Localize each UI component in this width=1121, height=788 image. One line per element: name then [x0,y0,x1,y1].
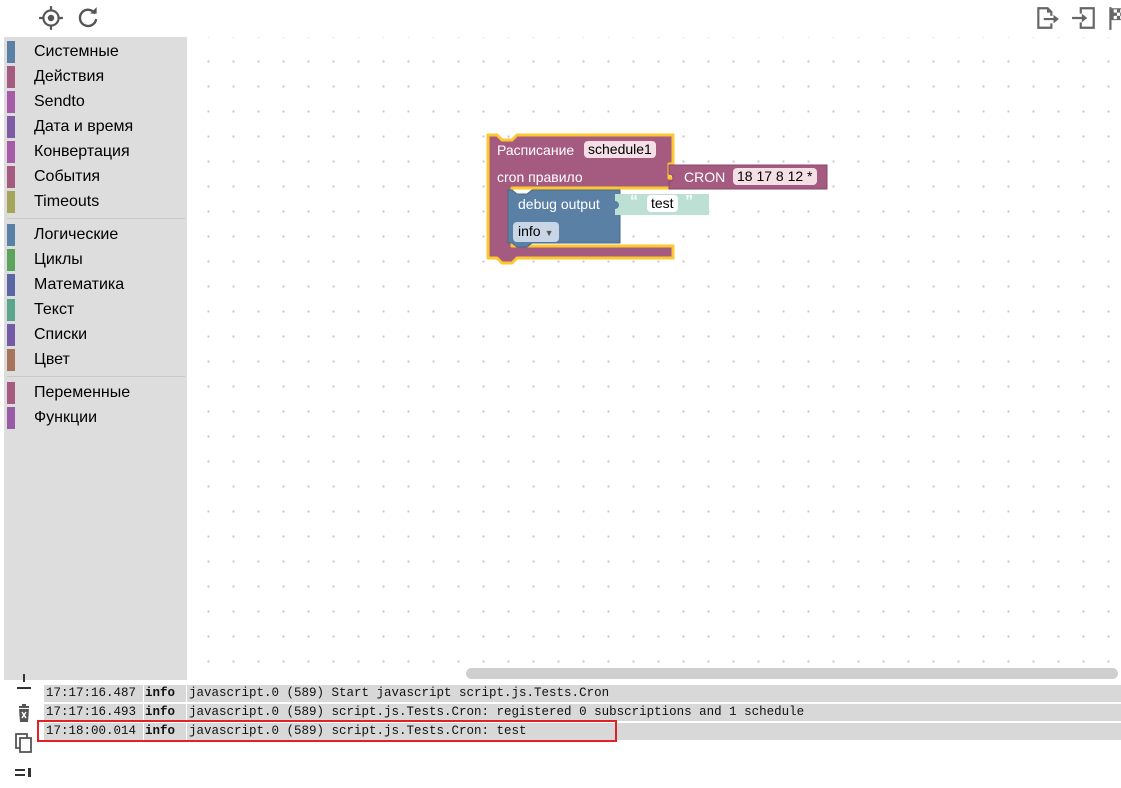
toolbox-separator [7,376,185,377]
schedule-label: Расписание [497,142,575,158]
toolbox-category[interactable]: Текст [7,298,185,322]
block-shapes [486,133,828,265]
category-color-swatch [7,224,15,246]
crosshair-icon[interactable] [38,5,64,31]
log-message: javascript.0 (589) script.js.Tests.Cron:… [189,705,805,719]
category-color-swatch [7,191,15,213]
log-level: info [145,705,176,719]
toolbox-category[interactable]: Переменные [7,381,185,405]
log-column-divider [186,685,187,702]
category-color-swatch [7,66,15,88]
category-label: Математика [34,276,125,293]
text-value-field[interactable]: test [647,195,678,212]
category-color-swatch [7,116,15,138]
debug-output-label: debug output [518,196,600,212]
open-quote: “ [630,193,638,210]
log-column-divider [186,723,187,740]
category-color-swatch [7,91,15,113]
category-color-swatch [7,299,15,321]
toolbox-category[interactable]: Действия [7,65,185,89]
log-level-dropdown[interactable]: info▼ [513,222,559,242]
category-label: Действия [34,68,105,85]
toolbox-category[interactable]: Конвертация [7,140,185,164]
category-label: Дата и время [34,118,134,135]
toolbox-separator [7,218,185,219]
block-stack[interactable]: Расписание schedule1 cron правило CRON 1… [187,37,1121,680]
log-column-divider [143,723,144,740]
toolbox-category[interactable]: Математика [7,273,185,297]
toolbox-category[interactable]: Циклы [7,248,185,272]
category-label: Функции [34,409,98,426]
cron-rule-label: cron правило [497,169,583,185]
log-row: 17:17:16.493 info javascript.0 (589) scrip… [44,704,1121,721]
category-label: Timeouts [34,193,100,210]
category-color-swatch [7,166,15,188]
log-level-value: info [518,223,541,239]
toolbox-category[interactable]: События [7,165,185,189]
close-quote: ” [685,193,693,210]
log-side-toolbar [0,674,42,780]
log-level: info [145,686,176,700]
category-color-swatch [7,382,15,404]
category-label: Цвет [34,351,70,368]
category-label: Текст [34,301,75,318]
toolbox-category[interactable]: Списки [7,323,185,347]
log-timestamp: 17:17:16.493 [46,705,137,719]
log-timestamp: 17:17:16.487 [46,686,137,700]
clear-log-icon[interactable] [13,702,35,724]
highlighted-log-entry [37,720,617,742]
toolbox-category[interactable]: Логические [7,223,185,247]
category-label: Системные [34,43,119,60]
category-color-swatch [7,249,15,271]
category-label: Списки [34,326,88,343]
toolbox-edge [0,37,4,680]
toolbox-category[interactable]: Sendto [7,90,185,114]
log-level: info [145,724,176,738]
cron-value-field[interactable]: 18 17 8 12 * [733,168,817,185]
log-column-divider [186,704,187,721]
log-timestamp: 17:18:00.014 [46,724,137,738]
scroll-to-bottom-icon[interactable] [13,674,35,696]
flag-icon[interactable] [1105,5,1121,31]
category-label: Sendto [34,93,85,110]
category-color-swatch [7,324,15,346]
category-label: Логические [34,226,119,243]
top-toolbar [0,0,1121,38]
log-row: 17:18:00.014 info javascript.0 (589) scrip… [44,723,1121,740]
log-message: javascript.0 (589) Start javascript scri… [189,686,610,700]
category-label: Переменные [34,384,131,401]
log-row: 17:17:16.487 info javascript.0 (589) Start… [44,685,1121,702]
refresh-icon[interactable] [75,5,101,31]
category-label: Конвертация [34,143,130,160]
log-message: javascript.0 (589) script.js.Tests.Cron:… [189,724,527,738]
cron-label: CRON [684,169,726,185]
toolbox-category[interactable]: Системные [7,40,185,64]
toolbox-category[interactable]: Дата и время [7,115,185,139]
workspace-horizontal-scrollbar[interactable] [466,668,1118,679]
toolbox-category[interactable]: Timeouts [7,190,185,214]
schedule-name-field[interactable]: schedule1 [584,141,656,158]
blockly-workspace[interactable]: Расписание schedule1 cron правило CRON 1… [187,37,1121,680]
list-icon[interactable] [13,766,35,788]
chevron-down-icon: ▼ [544,228,554,238]
export-icon[interactable] [1034,5,1060,31]
category-color-swatch [7,349,15,371]
category-label: Циклы [34,251,83,268]
log-column-divider [143,704,144,721]
toolbox-category[interactable]: Цвет [7,348,185,372]
category-color-swatch [7,274,15,296]
toolbox-category[interactable]: Функции [7,406,185,430]
log-panel: 17:17:16.487 info javascript.0 (589) Start… [42,680,1121,780]
category-label: События [34,168,101,185]
copy-icon[interactable] [13,732,35,754]
category-color-swatch [7,41,15,63]
log-column-divider [143,685,144,702]
category-color-swatch [7,141,15,163]
category-color-swatch [7,407,15,429]
import-icon[interactable] [1071,5,1097,31]
